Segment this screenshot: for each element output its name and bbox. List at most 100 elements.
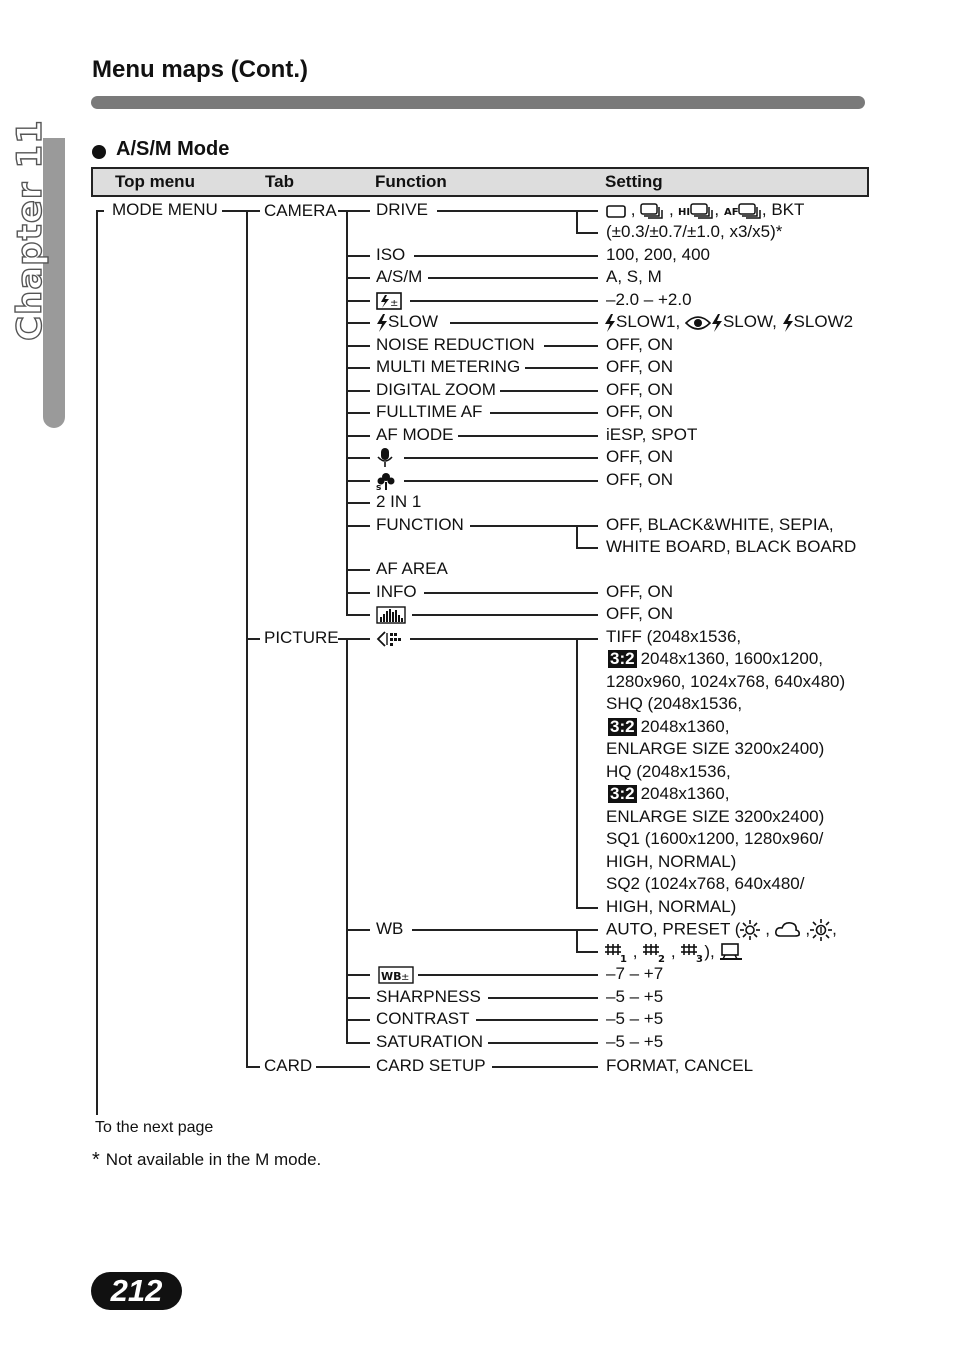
setting-wb-comp: –7 – +7 — [606, 964, 664, 983]
flash-icon — [377, 313, 387, 332]
red-eye-icon — [684, 315, 711, 330]
svg-text:±: ± — [390, 298, 398, 309]
svg-text:1: 1 — [620, 954, 627, 963]
footnote: *Not available in the M mode. — [92, 1149, 322, 1171]
setting-function-1: OFF, BLACK&WHITE, SEPIA, — [606, 515, 834, 534]
setting-wb-1: AUTO, PRESET ( , ,, — [606, 919, 837, 941]
function-wb: WB — [376, 919, 404, 938]
fluorescent-2-icon: 2 — [643, 943, 665, 963]
sunny-icon — [740, 920, 761, 940]
column-header: Top menu — [115, 172, 195, 191]
function-sharpness: SHARPNESS — [376, 987, 481, 1006]
function-asm: A/S/M — [376, 267, 423, 286]
column-header: Setting — [605, 172, 663, 191]
setting-drive: , , HI, AF, BKT — [606, 200, 804, 220]
svg-text:2: 2 — [658, 954, 665, 963]
top-menu-mode-menu: MODE MENU — [112, 200, 218, 219]
function-digital-zoom: DIGITAL ZOOM — [376, 380, 496, 399]
setting-iso: 100, 200, 400 — [606, 245, 710, 264]
section-bullet — [92, 145, 106, 159]
setting-quality-line: TIFF (2048x1536, — [606, 627, 742, 646]
fluorescent-3-icon: 3 — [681, 943, 703, 963]
function-flash-slow: SLOW — [376, 312, 438, 332]
svg-text:±: ± — [401, 972, 409, 983]
setting-slow: SLOW1, SLOW, SLOW2 — [604, 312, 853, 332]
flash-icon — [711, 313, 722, 332]
setting-mic: OFF, ON — [606, 447, 674, 466]
setting-quality-line: ENLARGE SIZE 3200x2400) — [606, 739, 825, 758]
setting-saturation: –5 – +5 — [606, 1032, 664, 1051]
setting-asm: A, S, M — [606, 267, 662, 286]
setting-quality-line: HQ (2048x1536, — [606, 762, 731, 781]
svg-text:3: 3 — [696, 954, 703, 963]
function-2-in-1: 2 IN 1 — [376, 492, 422, 511]
setting-quality-line: SQ1 (1600x1200, 1280x960/ — [606, 829, 824, 848]
function-af-mode: AF MODE — [376, 425, 454, 444]
setting-quality-line: HIGH, NORMAL) — [606, 852, 737, 871]
column-header: Function — [375, 172, 447, 191]
function-af-area: AF AREA — [376, 559, 448, 578]
function-multi-metering: MULTI METERING — [376, 357, 521, 376]
one-touch-wb-icon — [720, 942, 743, 960]
flash-icon — [782, 313, 793, 332]
tab-picture: PICTURE — [264, 628, 339, 647]
histogram-icon — [376, 604, 406, 624]
function-drive: DRIVE — [376, 200, 428, 219]
setting-afmode: iESP, SPOT — [606, 425, 698, 444]
chapter-tab — [43, 138, 65, 428]
setting-histogram: OFF, ON — [606, 604, 674, 623]
setting-sound: OFF, ON — [606, 470, 674, 489]
setting-noise: OFF, ON — [606, 335, 674, 354]
chapter-label: Chapter 11 — [9, 118, 50, 341]
flash-compensation-icon: ± — [376, 290, 402, 310]
page-title: Menu maps (Cont.) — [92, 56, 308, 83]
function-info: INFO — [376, 582, 417, 601]
sequential-icon — [640, 202, 663, 219]
setting-card-setup: FORMAT, CANCEL — [606, 1056, 754, 1075]
wb-compensation-icon: WB± — [378, 964, 414, 984]
setting-info: OFF, ON — [606, 582, 674, 601]
page-number: 212 — [91, 1272, 182, 1310]
ratio-badge: 3:2 — [608, 717, 637, 736]
af-sequential-icon: AF — [724, 202, 761, 219]
table-header: Top menu Tab Function Setting — [91, 167, 869, 197]
setting-quality-line: SHQ (2048x1536, — [606, 694, 743, 713]
section-title: A/S/M Mode — [116, 138, 230, 160]
function-fulltime-af: FULLTIME AF — [376, 402, 483, 421]
ratio-badge: 3:2 — [608, 649, 637, 668]
setting-wb-2: 1 , 2 , 3), — [604, 942, 743, 963]
sound-record-icon: s — [376, 470, 396, 490]
function-contrast: CONTRAST — [376, 1009, 470, 1028]
title-divider — [91, 96, 865, 109]
cloudy-icon — [774, 922, 800, 937]
function-function: FUNCTION — [376, 515, 464, 534]
setting-contrast: –5 – +5 — [606, 1009, 664, 1028]
ratio-badge: 3:2 — [608, 784, 637, 803]
setting-sharpness: –5 – +5 — [606, 987, 664, 1006]
tungsten-icon — [810, 919, 833, 941]
setting-drive-bkt: (±0.3/±0.7/±1.0, x3/x5)* — [606, 222, 783, 241]
function-saturation: SATURATION — [376, 1032, 484, 1051]
setting-quality-line: ENLARGE SIZE 3200x2400) — [606, 807, 825, 826]
setting-function-2: WHITE BOARD, BLACK BOARD — [606, 537, 857, 556]
setting-quality-line: 1280x960, 1024x768, 640x480) — [606, 672, 846, 691]
svg-text:AF: AF — [724, 207, 739, 218]
svg-text:s: s — [376, 483, 381, 490]
setting-quality-line: SQ2 (1024x768, 640x480/ — [606, 874, 805, 893]
setting-multi: OFF, ON — [606, 357, 674, 376]
svg-text:WB: WB — [381, 970, 402, 983]
setting-dzoom: OFF, ON — [606, 380, 674, 399]
fluorescent-1-icon: 1 — [605, 943, 627, 963]
image-quality-icon — [376, 628, 404, 648]
flash-icon — [605, 313, 615, 332]
function-card-setup: CARD SETUP — [376, 1056, 486, 1075]
tab-card: CARD — [264, 1056, 313, 1075]
tab-camera: CAMERA — [264, 201, 337, 220]
function-iso: ISO — [376, 245, 406, 264]
setting-quality-line: HIGH, NORMAL) — [606, 897, 737, 916]
single-frame-icon — [606, 204, 626, 218]
hi-sequential-icon: HI — [678, 202, 714, 219]
